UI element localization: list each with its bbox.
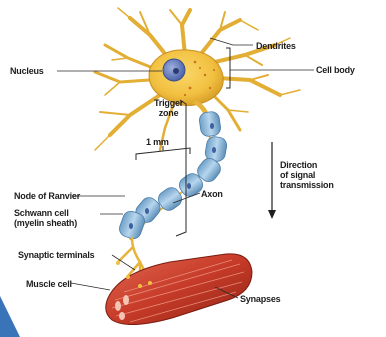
muscle-cell [106,254,252,325]
label-dendrites: Dendrites [256,41,296,51]
label-node-of-ranvier: Node of Ranvier [14,191,80,201]
corner-accent [0,296,20,337]
label-nucleus: Nucleus [10,66,44,76]
myelinated-axon [117,111,228,241]
label-muscle-cell: Muscle cell [26,279,72,289]
label-synapses: Synapses [240,294,280,304]
label-trigger-zone: Trigger zone [154,98,183,118]
label-cell-body: Cell body [316,65,355,75]
label-direction: Direction of signal transmission [280,160,334,190]
label-scale-bar: 1 mm [146,137,169,147]
label-synaptic-terminals: Synaptic terminals [18,250,94,260]
label-axon: Axon [201,189,223,199]
nucleolus [173,68,179,74]
direction-arrow [268,142,276,219]
label-schwann-cell: Schwann cell (myelin sheath) [14,208,77,228]
